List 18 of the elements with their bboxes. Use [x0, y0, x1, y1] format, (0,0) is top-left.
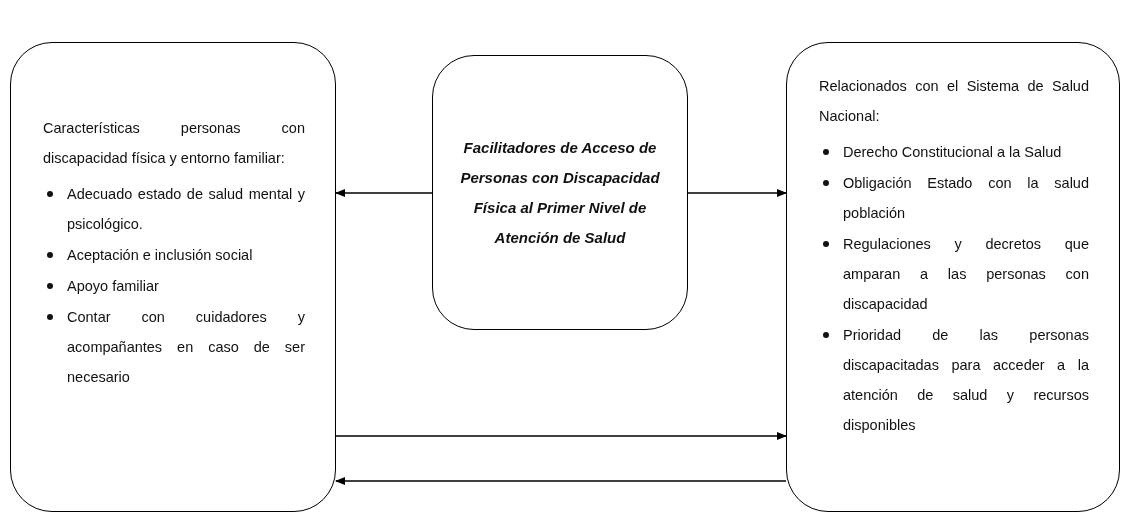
arrow	[687, 189, 787, 197]
arrow	[335, 477, 787, 485]
bullet-text: Contar con cuidadores y acompañantes en caso de ser necesario	[67, 309, 305, 385]
bullet-text: Derecho Constitucional a la Salud	[843, 144, 1062, 160]
rounded-box	[786, 42, 1120, 512]
heading-text: Relacionados con el Sistema de Salud Nacional:	[819, 77, 1089, 126]
bullet-text: Prioridad de las personas discapacitadas para acceder a la atención de salud y recursos disponibles	[843, 327, 1089, 433]
bullet-text: Obligación Estado con la salud población	[843, 175, 1089, 221]
rounded-box	[432, 55, 688, 330]
bullet-text: Apoyo familiar	[67, 278, 159, 294]
arrow	[335, 432, 787, 440]
arrow	[335, 189, 433, 197]
bullet-text: Aceptación e inclusión social	[67, 247, 253, 263]
bullet-text: Regulaciones y decretos que amparan a las personas con discapacidad	[843, 236, 1089, 312]
rounded-box	[10, 42, 336, 512]
bullet-text: Adecuado estado de salud mental y psicológico.	[67, 186, 305, 232]
title-text: Facilitadores de Acceso de Personas con Discapacidad Física al Primer Nivel de Atención de Salud	[459, 137, 661, 248]
heading-text: Características personas con discapacidad física y entorno familiar:	[43, 119, 305, 168]
